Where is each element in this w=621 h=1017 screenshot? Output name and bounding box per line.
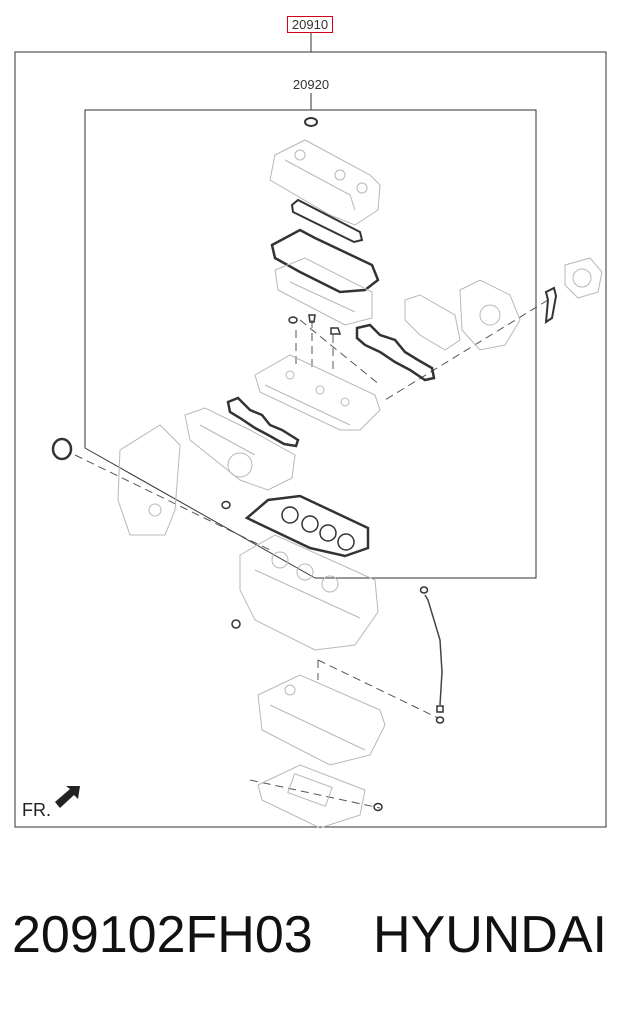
kit-frame: [14, 51, 607, 828]
o-ring-top: [304, 117, 318, 127]
diagram-drawing: [14, 33, 607, 829]
part-caption: 209102FH03 HYUNDAI: [0, 905, 621, 975]
timing-cover-sketch: [117, 424, 181, 536]
front-arrow-icon: [55, 786, 80, 808]
cover-gasket-strip: [290, 198, 364, 244]
intake-manifold-gasket: [226, 396, 300, 448]
water-pump-sketch: [564, 257, 603, 299]
subkit-frame: [84, 109, 537, 579]
engine-block-sketch: [239, 534, 379, 651]
exhaust-manifold-sketch: [404, 279, 521, 351]
front-orientation-label: FR.: [22, 800, 51, 820]
exploded-parts-diagram: 20910 20920 FR.: [14, 16, 607, 829]
lower-oil-pan-sketch: [257, 764, 366, 829]
head-cover-sketch: [269, 139, 381, 226]
crank-seal: [51, 437, 73, 461]
cam-carrier-sketch: [274, 257, 373, 326]
cylinder-head-gasket: [244, 494, 370, 558]
subkit-callout[interactable]: 20920: [292, 77, 330, 92]
dipstick-tube: [424, 594, 443, 706]
part-number: 209102FH03: [12, 906, 313, 964]
intake-manifold-sketch: [184, 407, 296, 491]
cylinder-head-sketch: [254, 354, 381, 431]
pump-gasket: [544, 286, 558, 324]
brand-name: HYUNDAI: [372, 906, 607, 964]
kit-callout[interactable]: 20910: [287, 16, 333, 33]
upper-oil-pan-sketch: [257, 674, 386, 766]
exhaust-manifold-gasket: [355, 323, 436, 382]
